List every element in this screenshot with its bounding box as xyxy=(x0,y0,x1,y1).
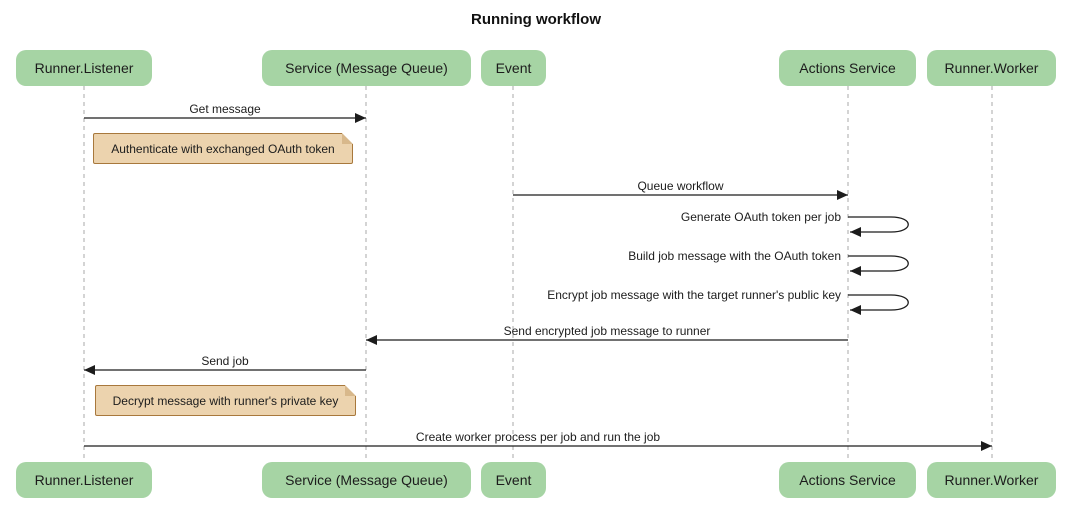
participant-label: Event xyxy=(495,60,532,76)
note-fold-icon xyxy=(345,385,356,396)
participant-bottom-runner-worker: Runner.Worker xyxy=(927,462,1056,498)
participant-label: Event xyxy=(495,472,532,488)
participant-label: Runner.Listener xyxy=(34,60,134,76)
participant-top-runner-worker: Runner.Worker xyxy=(927,50,1056,86)
self-loop-encrypt-job-message xyxy=(848,294,909,315)
note-text: Authenticate with exchanged OAuth token xyxy=(111,141,335,156)
message-label-queue-workflow: Queue workflow xyxy=(637,179,724,193)
note-text: Decrypt message with runner's private ke… xyxy=(112,393,339,408)
message-label-build-job-message: Build job message with the OAuth token xyxy=(628,249,841,263)
message-label-get-message: Get message xyxy=(189,102,261,116)
participant-top-runner-listener: Runner.Listener xyxy=(16,50,152,86)
note-authenticate-oauth: Authenticate with exchanged OAuth token xyxy=(93,133,353,164)
participant-label: Runner.Worker xyxy=(944,60,1039,76)
note-fold-icon xyxy=(342,133,353,144)
self-loop-build-job-message xyxy=(848,255,909,276)
message-label-generate-oauth-token: Generate OAuth token per job xyxy=(680,210,841,224)
note-decrypt-private-key: Decrypt message with runner's private ke… xyxy=(95,385,356,416)
self-loop-generate-oauth-token xyxy=(848,216,909,237)
participant-bottom-service-message-queue: Service (Message Queue) xyxy=(262,462,471,498)
participant-label: Actions Service xyxy=(799,60,896,76)
message-label-create-worker-process: Create worker process per job and run th… xyxy=(415,430,661,444)
participant-label: Service (Message Queue) xyxy=(285,60,448,76)
participant-bottom-actions-service: Actions Service xyxy=(779,462,916,498)
participant-label: Runner.Listener xyxy=(34,472,134,488)
participant-label: Actions Service xyxy=(799,472,896,488)
message-label-send-job: Send job xyxy=(201,354,249,368)
participant-top-service-message-queue: Service (Message Queue) xyxy=(262,50,471,86)
participant-top-actions-service: Actions Service xyxy=(779,50,916,86)
participant-label: Service (Message Queue) xyxy=(285,472,448,488)
message-label-encrypt-job-message: Encrypt job message with the target runn… xyxy=(547,288,841,302)
participant-top-event: Event xyxy=(481,50,546,86)
message-label-send-encrypted-job-message: Send encrypted job message to runner xyxy=(503,324,711,338)
participant-bottom-runner-listener: Runner.Listener xyxy=(16,462,152,498)
diagram-title: Running workflow xyxy=(471,11,601,28)
participant-label: Runner.Worker xyxy=(944,472,1039,488)
participant-bottom-event: Event xyxy=(481,462,546,498)
